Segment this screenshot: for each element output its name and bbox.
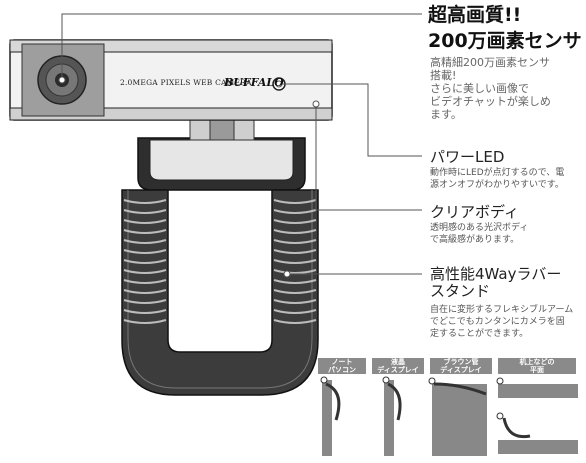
mount-badge-flat: 机上などの 平面 xyxy=(498,358,576,374)
feature-power-led-title: パワーLED xyxy=(430,148,505,166)
feature-clear-body-desc: 透明感のある光沢ボディ で高級感があります。 xyxy=(430,223,529,245)
mount-mode-illustrations xyxy=(320,376,578,456)
rubber-stand xyxy=(121,115,319,396)
headline-line1: 超高画質!! xyxy=(428,4,522,26)
mount-badge-laptop: ノート パソコン xyxy=(318,358,366,374)
headline-line2: 200万画素センサ xyxy=(428,30,582,52)
camera-body xyxy=(9,39,333,121)
feature-clear-body-title: クリアボディ xyxy=(430,203,519,221)
camera-brand-logo: BUFFALO xyxy=(224,76,284,89)
feature-stand-desc: 自在に変形するフレキシブルアーム でどこでもカンタンにカメラを固 定することがで… xyxy=(430,305,574,339)
sensor-description: 高精細200万画素センサ 搭載! さらに美しい画像で ビデオチャットが楽しめ ま… xyxy=(430,56,551,121)
leader-lines xyxy=(58,13,422,278)
feature-stand-title: 高性能4Wayラバー スタンド xyxy=(430,265,562,300)
mount-badge-lcd: 液晶 ディスプレイ xyxy=(372,358,424,374)
feature-power-led-desc: 動作時にLEDが点灯するので、電 源オンオフがわかりやすいです。 xyxy=(430,168,565,190)
mount-badge-crt: ブラウン管 ディスプレイ xyxy=(430,358,492,374)
camera-model-text: 2.0MEGA PIXELS WEB CAMERA xyxy=(120,78,252,87)
